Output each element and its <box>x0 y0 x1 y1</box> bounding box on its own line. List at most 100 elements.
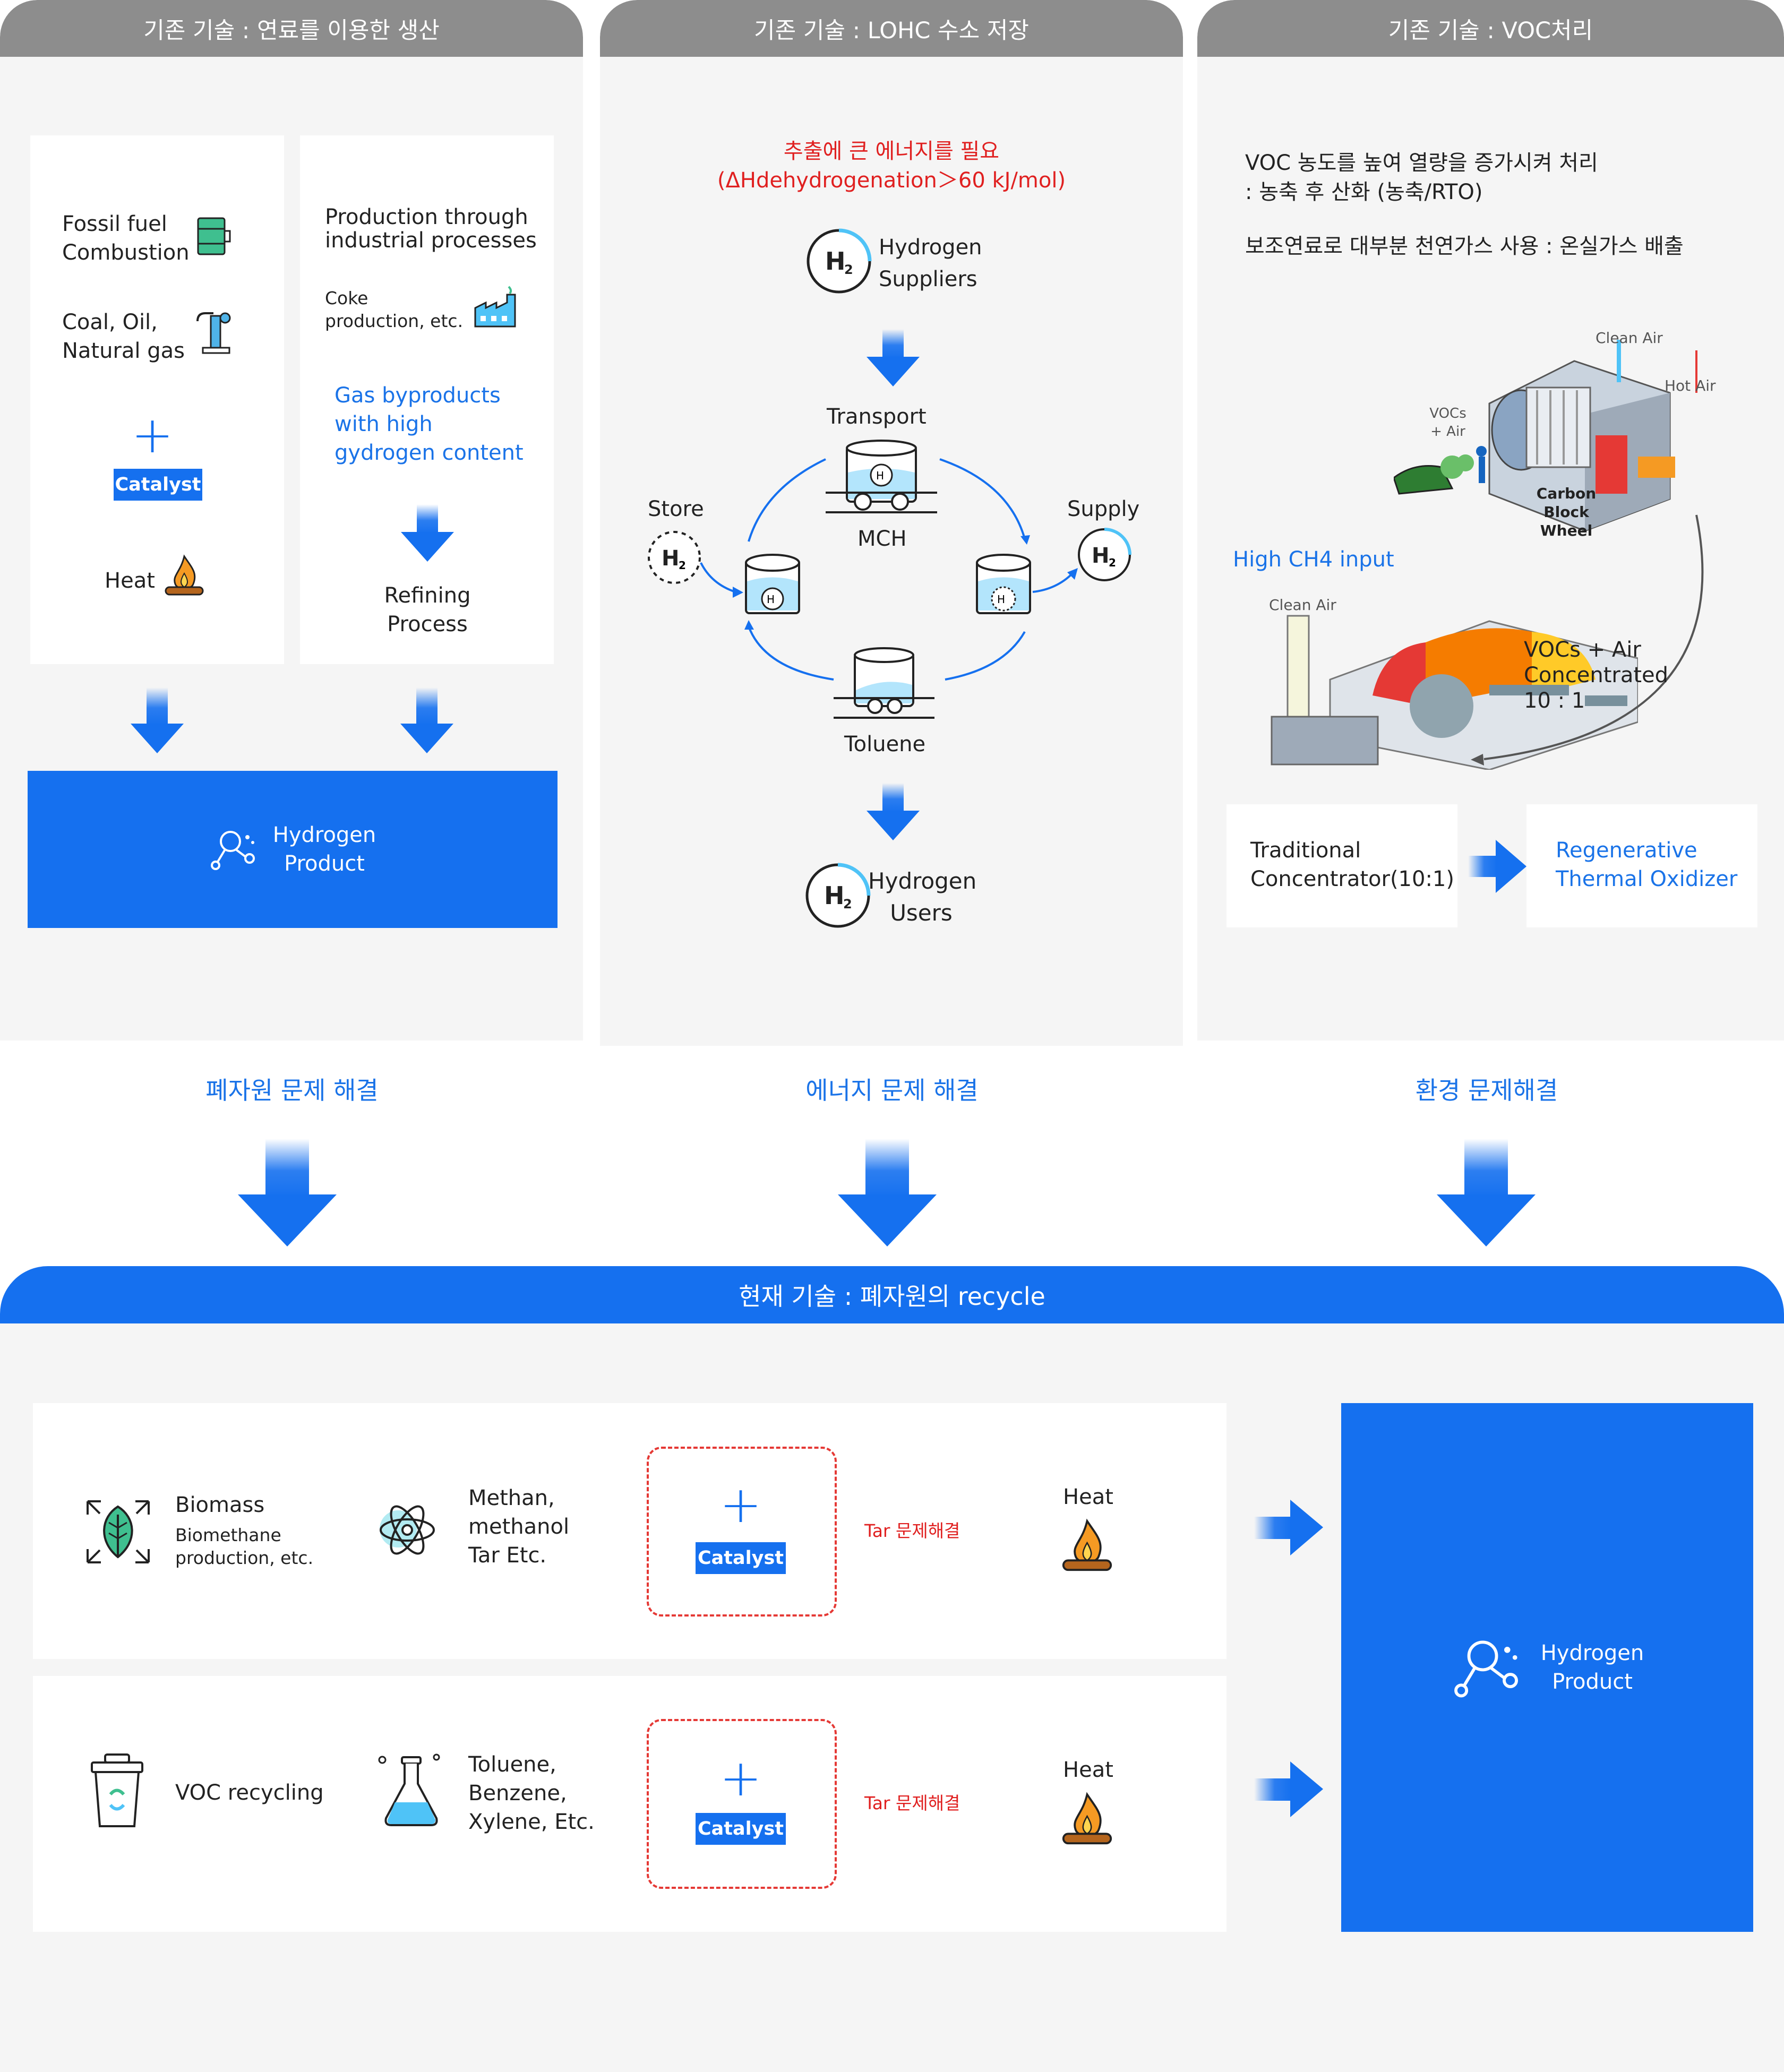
hydrogen-product-box: Hydrogen Product <box>28 771 558 928</box>
svg-text:H: H <box>662 546 679 571</box>
card-industrial: Production through industrial processes … <box>300 135 554 664</box>
voc-description-2: : 농축 후 산화 (농축/RTO) <box>1245 180 1483 204</box>
dehydrogenation-formula: (ΔHdehydrogenation＞60 kJ/mol) <box>717 168 1066 193</box>
flask-icon <box>378 1753 440 1826</box>
production-label: Production through industrial processes <box>325 205 537 253</box>
gas-pipe-icon <box>196 312 231 354</box>
right-arrow <box>1468 840 1526 893</box>
vocs-air-label: VOCs + Air <box>1429 406 1466 440</box>
concentrator-illustration <box>1394 340 1697 531</box>
svg-text:H: H <box>767 593 775 606</box>
biomethane-label: Biomethane production, etc. <box>175 1525 314 1568</box>
down-arrow <box>400 687 453 753</box>
high-ch4-label: High CH4 input <box>1233 547 1394 572</box>
traditional-concentrator-card: Traditional Concentrator(10:1) <box>1226 804 1457 927</box>
hot-air-label: Hot Air <box>1665 377 1716 394</box>
coal-oil-label: Coal, Oil, Natural gas <box>62 310 185 363</box>
fire-icon <box>165 554 204 596</box>
tab-fuel-production: 기존 기술 : 연료를 이용한 생산 <box>0 0 583 57</box>
down-arrow <box>867 783 920 840</box>
catalyst-frame <box>647 1719 837 1889</box>
concentrated-label: VOCs + Air Concentrated 10 : 1 <box>1524 638 1669 713</box>
down-arrow <box>131 687 184 753</box>
hydrogen-molecule-icon <box>210 831 255 870</box>
svg-text:2: 2 <box>844 262 853 277</box>
recycle-row-voc <box>33 1676 1226 1932</box>
solution-environment: 환경 문제해결 <box>1415 1076 1558 1105</box>
heat-label: Heat <box>105 569 155 593</box>
toluene-benzene-label: Toluene, Benzene, Xylene, Etc. <box>468 1752 595 1834</box>
svg-text:H: H <box>1092 544 1109 568</box>
solution-energy: 에너지 문제 해결 <box>805 1076 979 1105</box>
current-tech-banner: 현재 기술 : 폐자원의 recycle <box>0 1266 1784 1323</box>
carbon-block-label: Carbon Block Wheel <box>1536 485 1597 539</box>
regenerative-oxidizer-card: Regenerative Thermal Oxidizer <box>1526 804 1757 927</box>
hydrogen-product-label: Hydrogen Product <box>272 823 376 876</box>
refining-label: Refining Process <box>384 583 471 637</box>
store-label: Store <box>648 497 704 521</box>
h2-users-icon: H2 <box>805 863 871 928</box>
regenerative-label: Regenerative Thermal Oxidizer <box>1556 838 1738 891</box>
toluene-label: Toluene <box>844 732 926 756</box>
svg-text:2: 2 <box>843 897 852 912</box>
voc-recycling-label: VOC recycling <box>175 1781 324 1805</box>
down-arrow <box>1437 1139 1536 1246</box>
tar-solution-label: Tar 문제해결 <box>864 1520 960 1541</box>
rto-illustration <box>1271 615 1638 770</box>
hydrogen-users-label: Hydrogen Users <box>868 868 977 926</box>
catalyst-badge: Catalyst <box>114 469 202 501</box>
energy-requirement-title: 추출에 큰 에너지를 필요 <box>783 139 1000 164</box>
svg-text:2: 2 <box>1109 556 1116 569</box>
column-voc: 기존 기술 : VOC처리 VOC 농도를 높여 열량을 증가시켜 처리 : 농… <box>1197 0 1784 1041</box>
column-lohc: 기존 기술 : LOHC 수소 저장 추출에 큰 에너지를 필요 (ΔHdehy… <box>600 0 1183 1046</box>
svg-text:H: H <box>825 247 846 276</box>
transport-label: Transport <box>827 405 927 429</box>
plus-icon: + <box>131 406 174 465</box>
column-fuel-production: 기존 기술 : 연료를 이용한 생산 Fossil fuel Combustio… <box>0 0 583 1041</box>
catalyst-frame <box>647 1447 837 1617</box>
heat-label: Heat <box>1063 1485 1113 1509</box>
clean-air-top-label: Clean Air <box>1596 329 1663 347</box>
right-arrow <box>1254 1500 1323 1555</box>
tar-solution-label: Tar 문제해결 <box>864 1793 960 1813</box>
svg-text:H: H <box>824 881 845 910</box>
catalyst-badge: Catalyst <box>696 1813 786 1845</box>
voc-description-3: 보조연료로 대부분 천연가스 사용 : 온실가스 배출 <box>1245 234 1684 259</box>
hydrogen-suppliers-label: Hydrogen Suppliers <box>879 235 982 291</box>
catalyst-badge: Catalyst <box>696 1542 786 1574</box>
svg-text:2: 2 <box>679 559 686 572</box>
tab-voc: 기존 기술 : VOC처리 <box>1197 0 1784 57</box>
plus-icon: + <box>719 1749 762 1808</box>
methan-label: Methan, methanol Tar Etc. <box>468 1486 570 1568</box>
tab-lohc: 기존 기술 : LOHC 수소 저장 <box>600 0 1183 57</box>
down-arrow <box>867 329 920 386</box>
clean-air-bottom-label: Clean Air <box>1269 596 1336 614</box>
recycle-bin-icon <box>91 1753 143 1827</box>
svg-text:H: H <box>876 469 884 482</box>
coke-label: Coke production, etc. <box>325 288 464 331</box>
hydrogen-molecule-icon <box>1454 1640 1518 1698</box>
hydrogen-product-label: Hydrogen Product <box>1540 1641 1644 1694</box>
heat-label: Heat <box>1063 1758 1113 1782</box>
svg-text:H: H <box>997 593 1005 606</box>
factory-icon <box>474 286 516 328</box>
down-arrow <box>838 1139 937 1246</box>
atom-icon <box>380 1505 435 1555</box>
solution-waste: 폐자원 문제 해결 <box>205 1076 379 1105</box>
leaf-recycle-icon <box>87 1500 150 1563</box>
lohc-cycle-diagram: H2 H H H2 H <box>648 440 1131 719</box>
h2-suppliers-icon: H2 <box>807 228 872 294</box>
down-arrow <box>401 504 454 562</box>
supply-label: Supply <box>1067 497 1140 521</box>
plus-icon: + <box>719 1476 762 1534</box>
voc-description-1: VOC 농도를 높여 열량을 증가시켜 처리 <box>1245 151 1598 175</box>
hydrogen-product-box-current: Hydrogen Product <box>1341 1403 1753 1932</box>
gas-byproducts-label: Gas byproducts with high gydrogen conten… <box>334 383 524 465</box>
right-arrow <box>1254 1761 1323 1817</box>
recirculation-arrow <box>1471 514 1704 766</box>
fire-icon <box>1062 1792 1112 1845</box>
fire-icon <box>1062 1518 1112 1571</box>
fossil-fuel-label: Fossil fuel Combustion <box>62 212 190 265</box>
recycle-row-biomass <box>33 1403 1226 1659</box>
fuel-barrel-icon <box>197 217 231 255</box>
